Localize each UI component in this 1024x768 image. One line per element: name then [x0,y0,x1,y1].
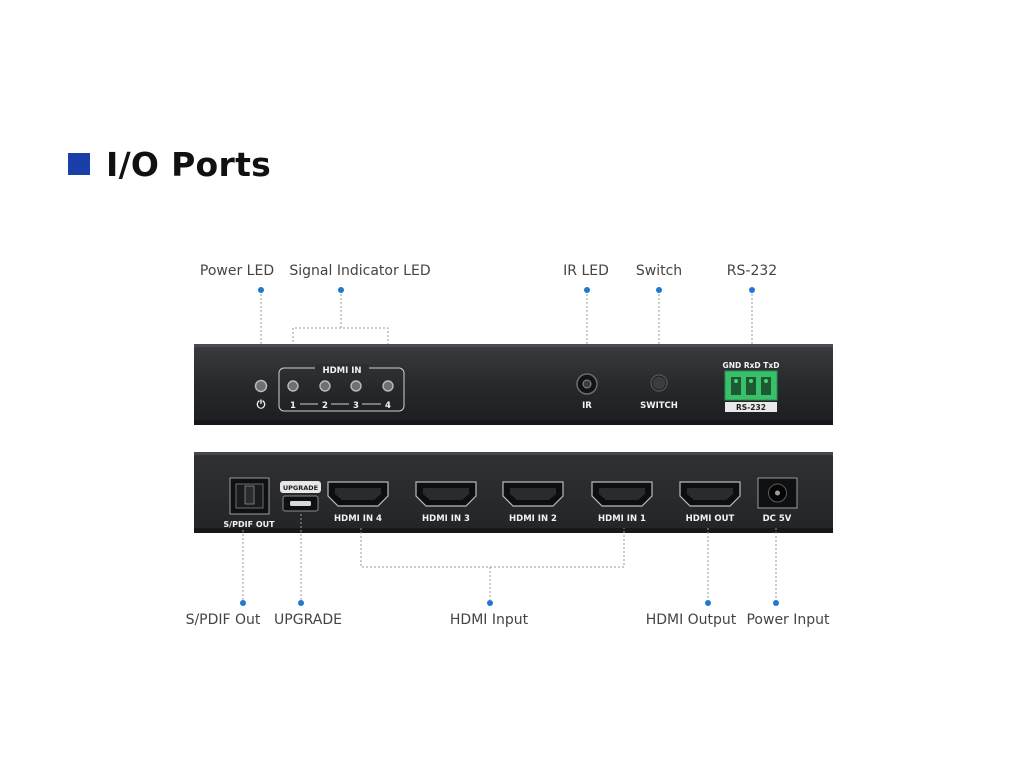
callout-hdmi-output: HDMI Output [645,612,737,628]
hdmi-input-dot [487,600,493,606]
switch-label: SWITCH [640,401,678,411]
callout-hdmi-input: HDMI Input [449,612,529,628]
hdmi-port-out [679,481,741,507]
dc-5v-label: DC 5V [763,514,792,524]
top-callout-dots [258,287,755,293]
signal-led-3-icon [350,380,362,392]
rear-panel: S/PDIF OUT UPGRADE HDMI IN 4 HDMI IN 3 [194,452,833,533]
led-number-3: 3 [353,401,359,411]
hdmi-in-3-label: HDMI IN 3 [422,514,470,524]
callout-ir-led: IR LED [563,263,609,279]
callout-upgrade: UPGRADE [274,612,342,628]
signal-leds [287,380,394,392]
front-panel: ⏻ HDMI IN 1 2 3 4 IR SWITCH GND RxD TxD [194,344,833,425]
upgrade-dot [298,600,304,606]
callout-switch: Switch [635,263,683,279]
callout-power-input: Power Input [746,612,830,628]
page-title: I/O Ports [106,144,272,184]
callout-power-led: Power LED [199,263,275,279]
hdmi-port-in-4 [327,481,389,507]
rs232-dot [749,287,755,293]
ir-label: IR [582,401,592,411]
heading-bullet-icon [68,153,90,175]
switch-dot [656,287,662,293]
power-led-icon [254,379,268,393]
hdmi-port-in-1 [591,481,653,507]
hdmi-output-dot [705,600,711,606]
rs232-terminal-label: RS-232 [736,403,766,412]
callout-signal-indicator-led: Signal Indicator LED [289,263,431,279]
led-number-4: 4 [385,401,391,411]
hdmi-port-in-2 [502,481,564,507]
led-number-2: 2 [322,401,328,411]
bottom-callout-dots [240,600,779,606]
power-input-dot [773,600,779,606]
ir-led-dot [584,287,590,293]
signal-led-dot [338,287,344,293]
hdmi-in-4-label: HDMI IN 4 [334,514,382,524]
power-symbol-icon: ⏻ [257,398,266,411]
upgrade-port-label: UPGRADE [283,484,318,492]
signal-led-2-icon [319,380,331,392]
bottom-leader-lines [242,514,777,603]
signal-led-1-icon [287,380,299,392]
hdmi-in-1-label: HDMI IN 1 [598,514,646,524]
spdif-port-label: S/PDIF OUT [223,520,275,529]
page-heading: I/O Ports [68,142,271,186]
power-led-dot [258,287,264,293]
hdmi-in-2-label: HDMI IN 2 [509,514,557,524]
terminal-pin-labels: GND RxD TxD [723,361,780,370]
led-number-1: 1 [290,401,296,411]
callout-rs232: RS-232 [726,263,778,279]
hdmi-port-in-3 [415,481,477,507]
signal-led-4-icon [382,380,394,392]
callout-spdif-out: S/PDIF Out [185,612,261,628]
hdmi-in-group-label: HDMI IN [322,366,361,376]
spdif-dot [240,600,246,606]
hdmi-out-label: HDMI OUT [686,514,735,524]
